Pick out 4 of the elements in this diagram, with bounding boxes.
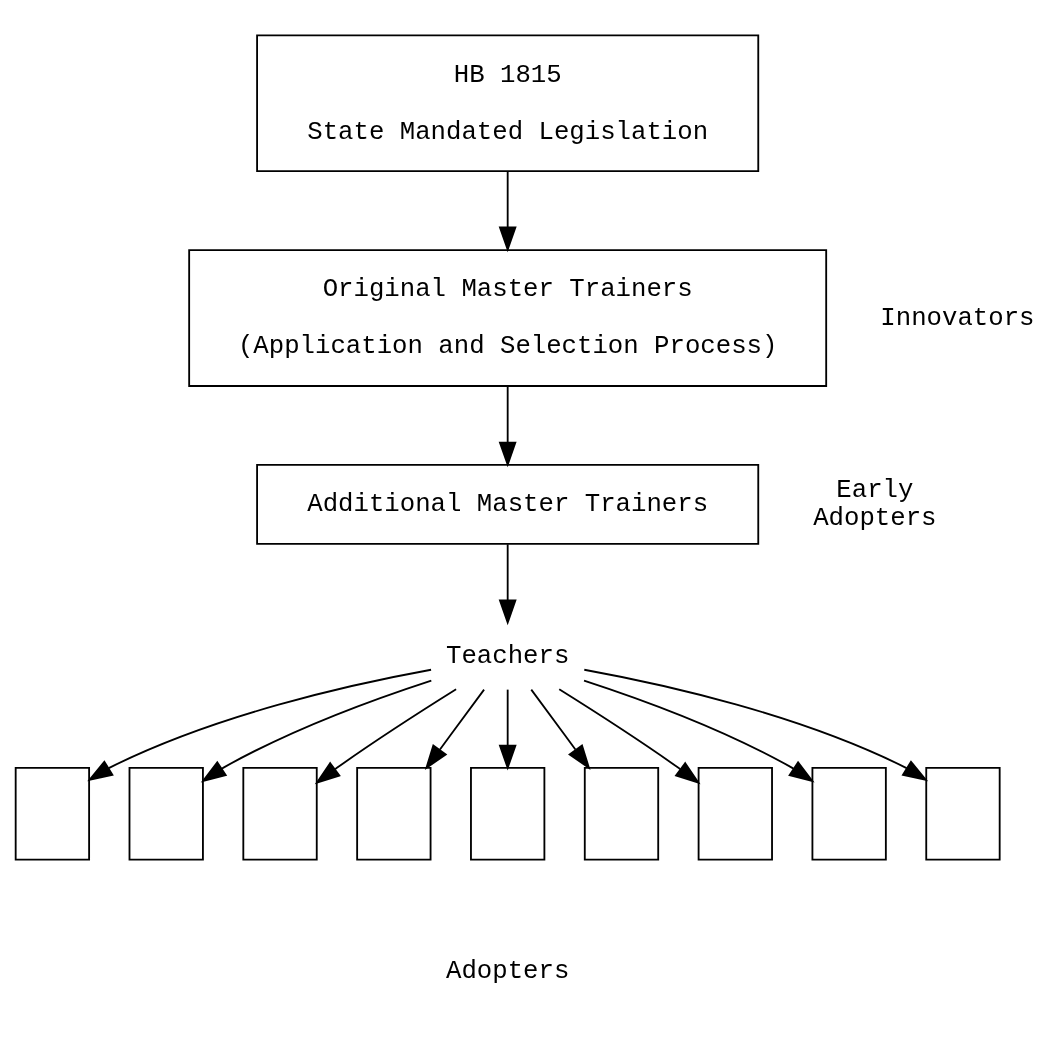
node-text: Teachers bbox=[446, 641, 570, 671]
node-label: Innovators bbox=[880, 303, 1035, 333]
node-label: Early Adopters bbox=[813, 475, 937, 533]
label: Adopters bbox=[446, 956, 570, 986]
